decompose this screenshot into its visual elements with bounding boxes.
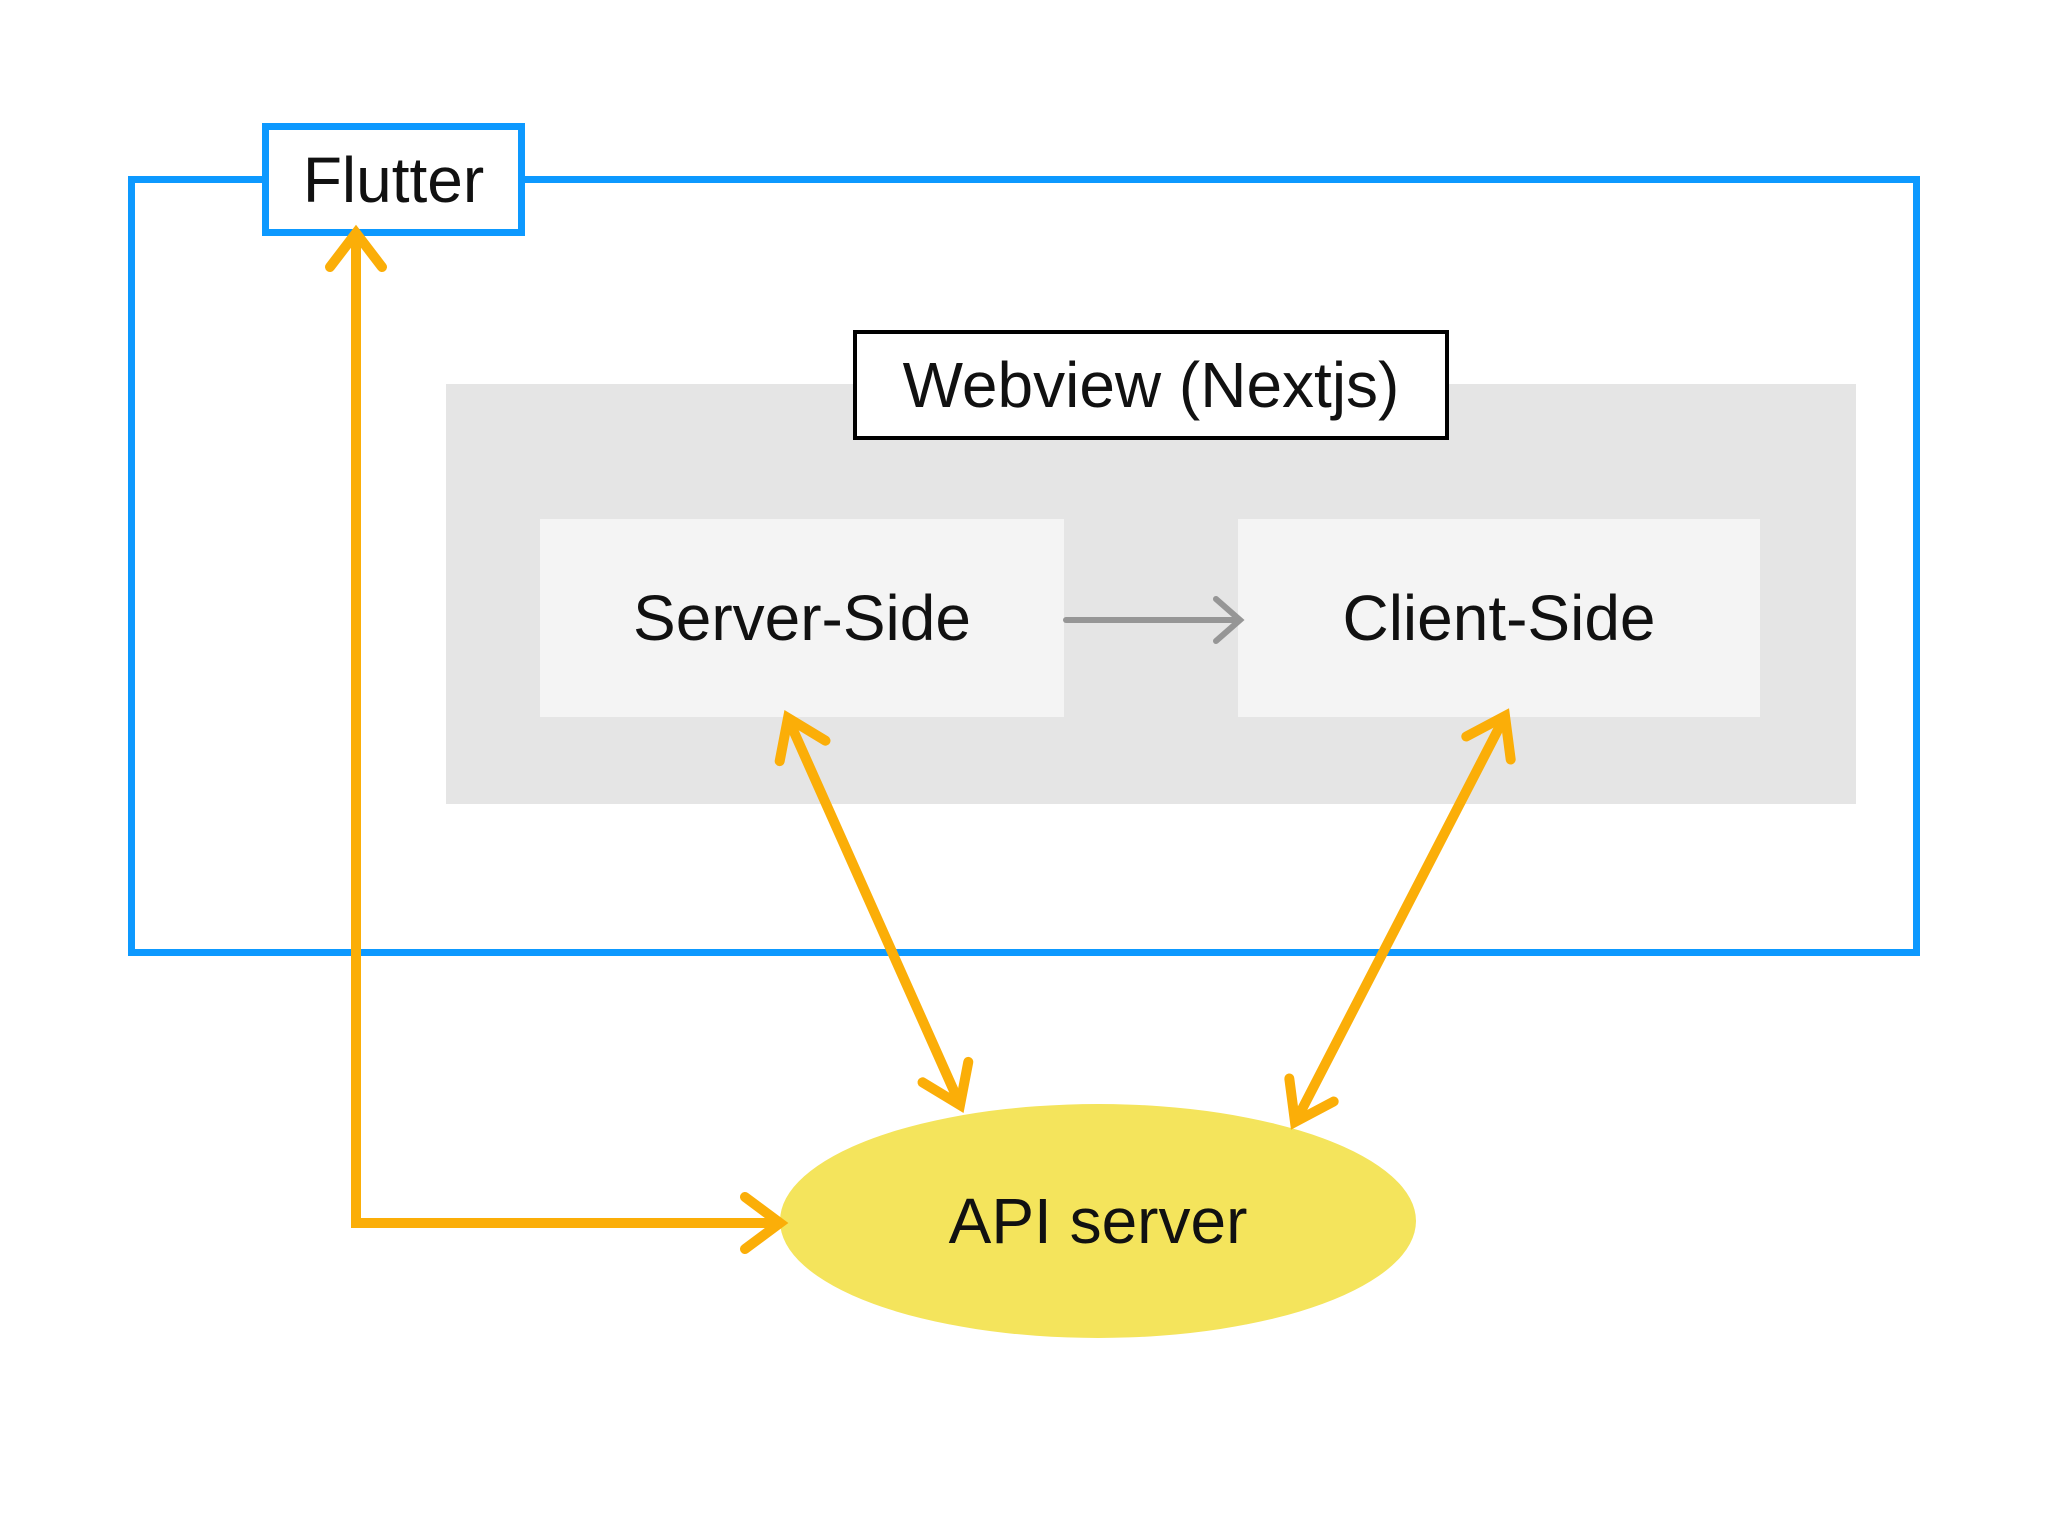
flutter-label: Flutter [302, 143, 485, 216]
arrowhead-down-icon [917, 1056, 974, 1113]
flutter-label-box: Flutter [262, 123, 525, 236]
webview-label-box: Webview (Nextjs) [853, 330, 1449, 440]
client-side-label: Client-Side [1342, 582, 1656, 654]
api-server-ellipse: API server [780, 1104, 1416, 1338]
client-side-box: Client-Side [1238, 519, 1760, 717]
server-side-box: Server-Side [540, 519, 1064, 717]
arrowhead-right-icon [740, 1192, 789, 1254]
api-server-label: API server [948, 1185, 1248, 1257]
flutter-container-rect [128, 176, 1920, 956]
arrowhead-down-icon [1284, 1073, 1339, 1130]
webview-label: Webview (Nextjs) [902, 349, 1400, 421]
server-side-label: Server-Side [633, 582, 971, 654]
